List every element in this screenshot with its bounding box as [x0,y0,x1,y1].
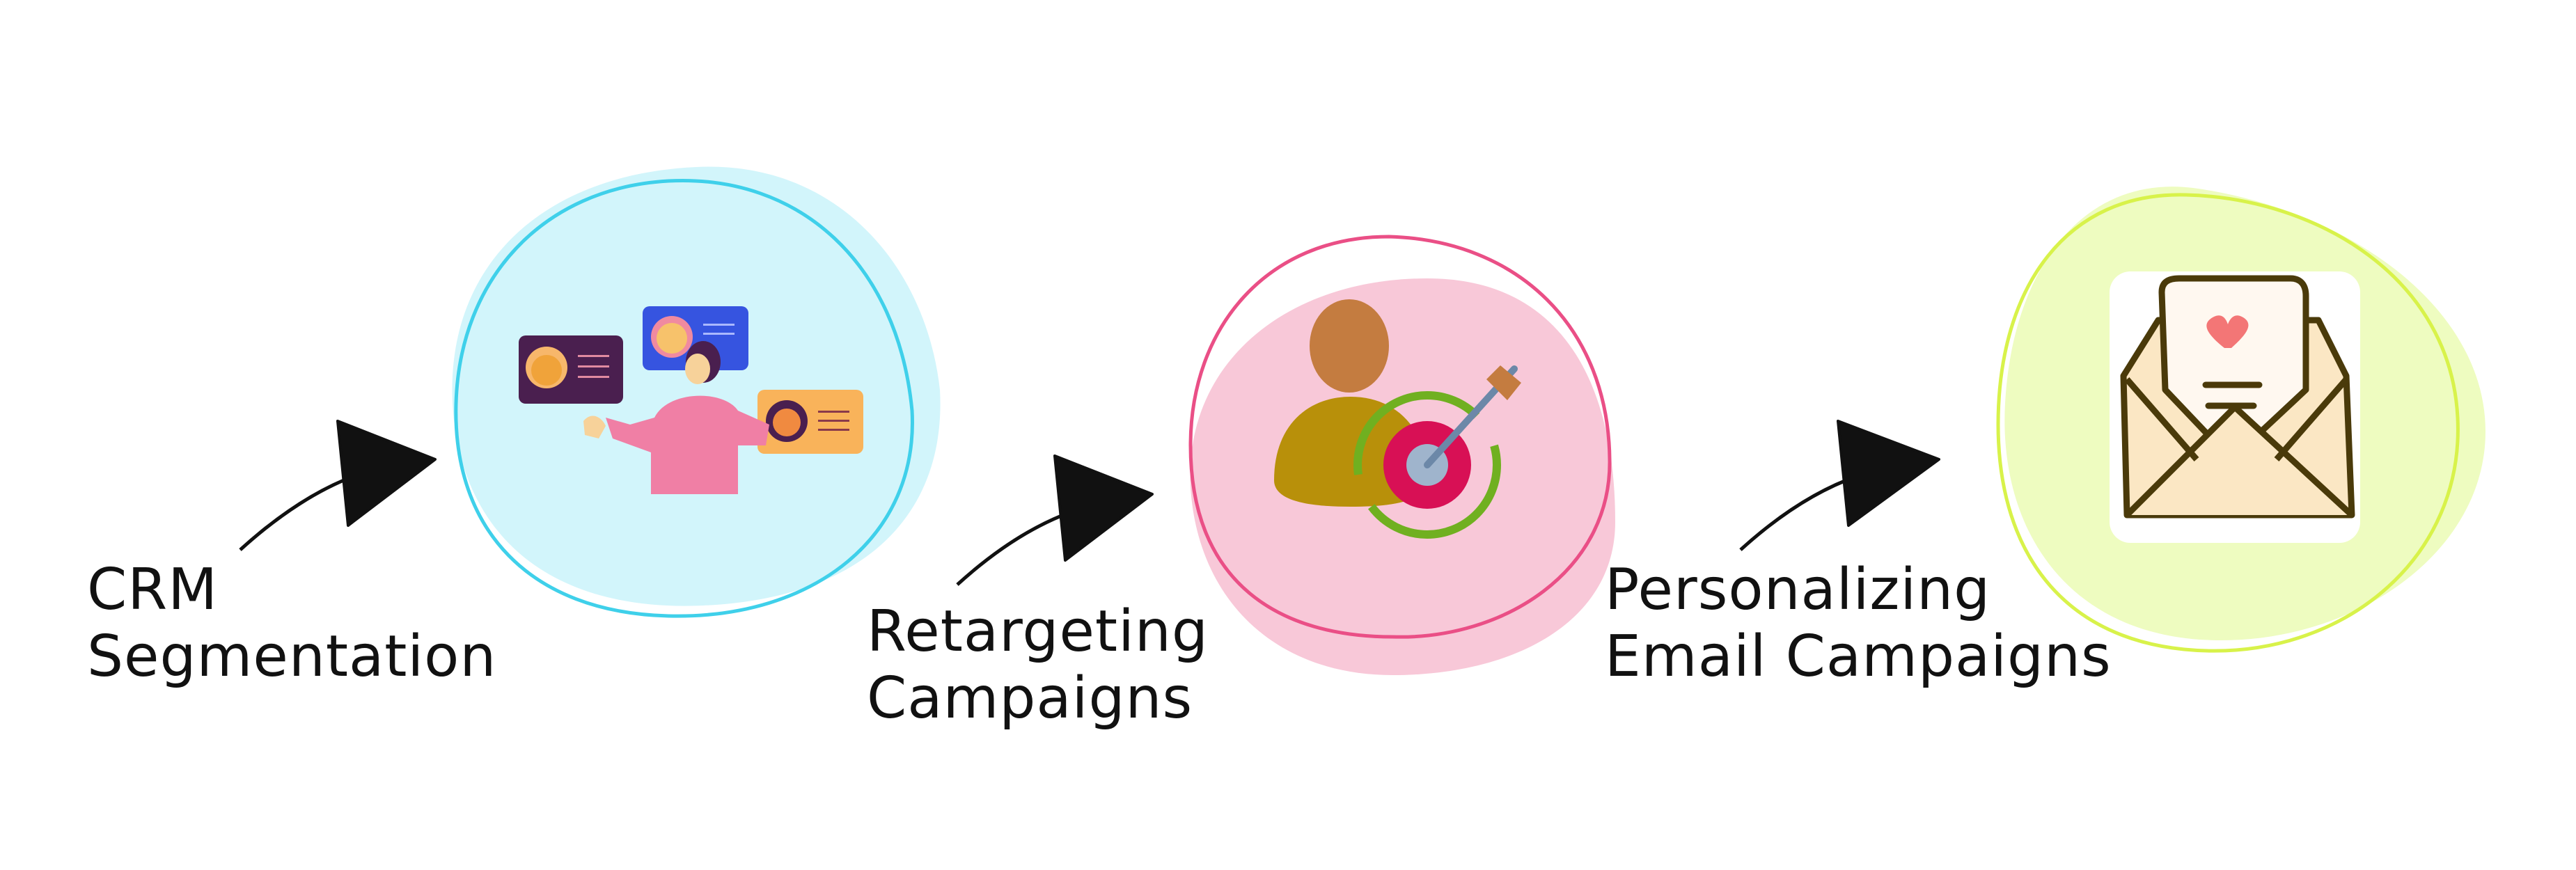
step-2-label: Retargeting Campaigns [867,599,1209,732]
user-target-retarget-icon [1274,299,1521,539]
open-envelope-heart-icon [2110,271,2360,543]
hand-drawn-arrow-icon [956,454,1154,586]
crm-profiles-illustration [519,306,863,494]
step-2-label-line2: Campaigns [867,665,1193,731]
step-2-label-line1: Retargeting [867,599,1209,665]
step-3-label: Personalizing Email Campaigns [1605,557,2112,690]
step-1-label: CRM Segmentation [87,557,496,690]
step-1-label-line1: CRM [87,557,218,623]
hand-drawn-arrow-icon [1739,420,1940,551]
hand-drawn-arrow-icon [239,420,437,551]
step-3-label-line2: Email Campaigns [1605,624,2112,690]
step-1-label-line2: Segmentation [87,624,497,690]
step-1-blob [452,166,941,618]
step-3-label-line1: Personalizing [1605,557,1991,623]
